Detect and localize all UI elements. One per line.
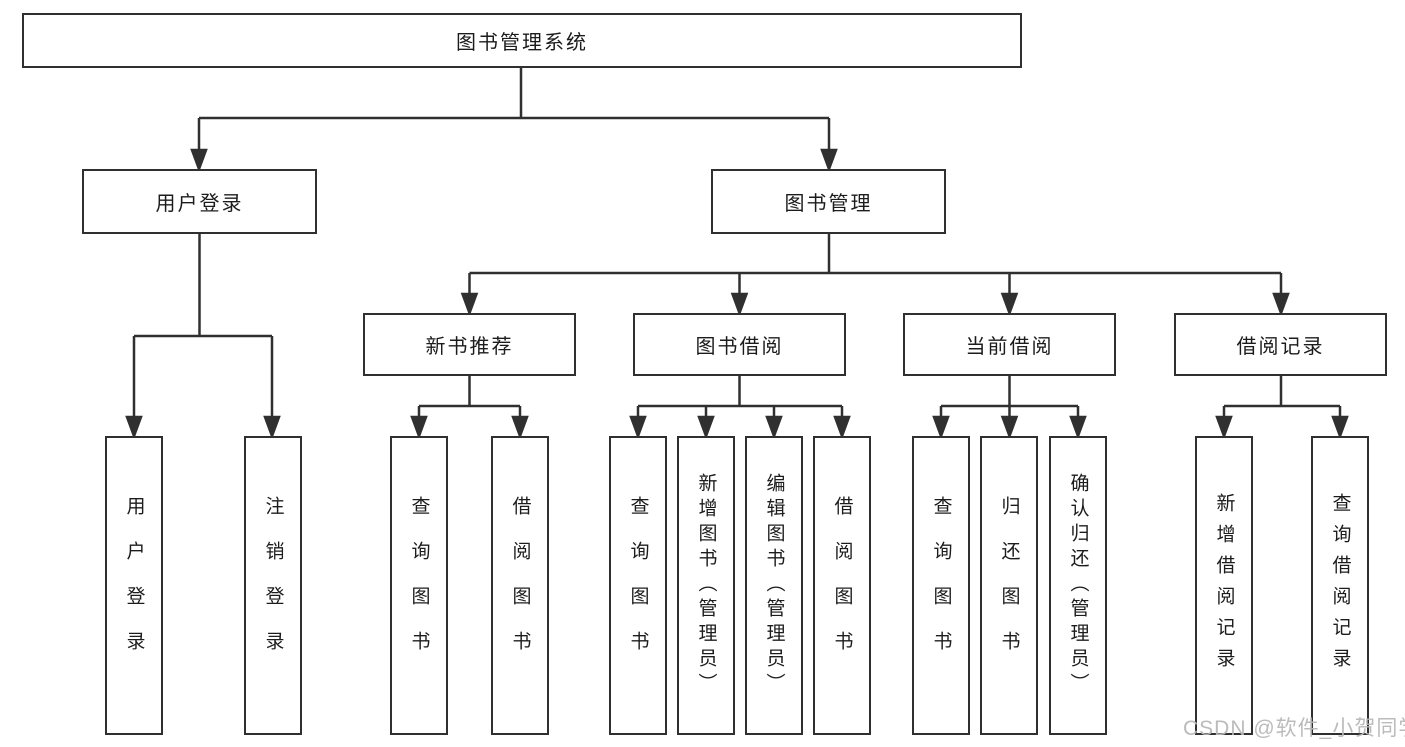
arrowhead — [932, 415, 950, 440]
leaf-user-login-label: 用户登录 — [123, 495, 145, 676]
leaf-borrow-borrow-books-label: 借阅图书 — [831, 495, 853, 676]
arrowhead — [1215, 415, 1233, 440]
leaf-newbook-query-books-label: 查询图书 — [408, 495, 430, 676]
leaf-borrow-query-books-label: 查询图书 — [627, 495, 649, 676]
connector-borrow-records-to-leaves — [1215, 376, 1349, 440]
node-book-management: 图书管理 — [711, 169, 946, 234]
csdn-watermark: CSDN @软件_小贺同学 — [1183, 717, 1405, 740]
leaf-records-query-record-label: 查询借阅记录 — [1329, 492, 1351, 679]
node-current-borrow: 当前借阅 — [903, 313, 1116, 376]
arrowhead — [511, 415, 529, 440]
arrowhead — [1000, 292, 1019, 317]
connector-new-book-to-leaves — [410, 376, 529, 440]
arrowhead — [1069, 415, 1087, 440]
leaf-logout-login: 注销登录 — [244, 436, 302, 735]
node-library-management-system: 图书管理系统 — [22, 13, 1022, 68]
node-current-borrow-label: 当前借阅 — [965, 336, 1054, 358]
connector-book-management-to-level2 — [460, 234, 1290, 317]
arrowhead — [190, 148, 208, 173]
leaf-borrow-edit-books-admin-label: 编辑图书（管理员） — [763, 473, 785, 698]
leaf-current-return-books: 归还图书 — [980, 436, 1038, 735]
arrowhead — [1272, 292, 1290, 317]
arrowhead — [125, 415, 143, 440]
node-book-management-label: 图书管理 — [784, 193, 873, 215]
node-user-login: 用户登录 — [82, 169, 317, 234]
leaf-borrow-edit-books-admin: 编辑图书（管理员） — [745, 436, 803, 735]
arrowhead — [1000, 415, 1019, 440]
node-new-book-recommend: 新书推荐 — [363, 313, 576, 376]
node-book-borrow: 图书借阅 — [633, 313, 846, 376]
node-user-login-label: 用户登录 — [155, 193, 244, 215]
leaf-current-query-books: 查询图书 — [912, 436, 970, 735]
arrowhead — [460, 292, 479, 317]
leaf-records-add-record: 新增借阅记录 — [1195, 436, 1253, 735]
leaf-current-return-books-label: 归还图书 — [998, 495, 1020, 676]
node-borrow-records-label: 借阅记录 — [1236, 336, 1325, 358]
leaf-user-login: 用户登录 — [105, 436, 163, 735]
leaf-borrow-add-books-admin-label: 新增图书（管理员） — [695, 473, 717, 698]
leaf-borrow-borrow-books: 借阅图书 — [813, 436, 871, 735]
arrowhead — [820, 148, 838, 173]
leaf-records-add-record-label: 新增借阅记录 — [1213, 492, 1235, 679]
leaf-newbook-borrow-books: 借阅图书 — [491, 436, 549, 735]
node-new-book-recommend-label: 新书推荐 — [425, 336, 514, 358]
leaf-borrow-query-books: 查询图书 — [609, 436, 667, 735]
leaf-logout-login-label: 注销登录 — [262, 495, 284, 676]
leaf-newbook-query-books: 查询图书 — [390, 436, 448, 735]
arrowhead — [765, 415, 783, 440]
leaf-borrow-add-books-admin: 新增图书（管理员） — [677, 436, 735, 735]
connector-current-borrow-to-leaves — [932, 376, 1087, 440]
node-borrow-records: 借阅记录 — [1174, 313, 1387, 376]
connector-root-to-level1 — [190, 68, 838, 173]
arrowhead — [410, 415, 428, 440]
arrowhead — [833, 415, 851, 440]
leaf-records-query-record: 查询借阅记录 — [1311, 436, 1369, 735]
node-library-management-system-label: 图书管理系统 — [456, 32, 588, 54]
connector-book-borrow-to-leaves — [629, 376, 851, 440]
arrowhead — [263, 415, 281, 440]
leaf-current-confirm-return-admin: 确认归还（管理员） — [1049, 436, 1107, 735]
arrowhead — [697, 415, 715, 440]
leaf-newbook-borrow-books-label: 借阅图书 — [509, 495, 531, 676]
arrowhead — [629, 415, 647, 440]
arrowhead — [1331, 415, 1349, 440]
connector-user-login-to-leaves — [125, 234, 281, 440]
node-book-borrow-label: 图书借阅 — [695, 336, 784, 358]
leaf-current-query-books-label: 查询图书 — [930, 495, 952, 676]
arrowhead — [730, 292, 749, 317]
leaf-current-confirm-return-admin-label: 确认归还（管理员） — [1067, 473, 1089, 698]
